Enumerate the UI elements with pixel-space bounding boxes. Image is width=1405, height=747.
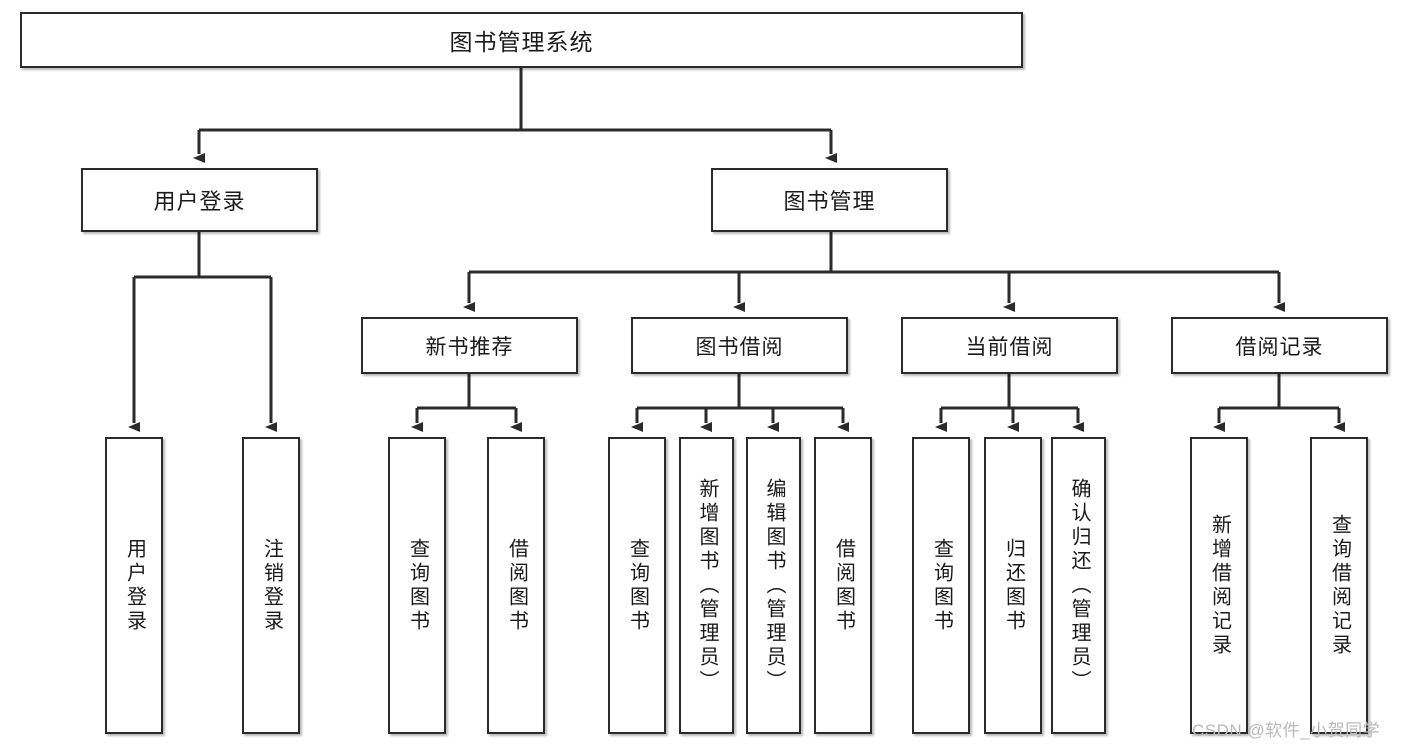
node-user-login-action[interactable]: 用户登录 (105, 437, 163, 734)
node-confirm-return-admin[interactable]: 确认归还（管理员） (1051, 437, 1106, 734)
node-query-book-current[interactable]: 查询图书 (912, 437, 970, 734)
node-book-management[interactable]: 图书管理 (711, 168, 948, 232)
node-query-book-recommend-label: 查询图书 (406, 537, 429, 634)
node-logout-action[interactable]: 注销登录 (242, 437, 300, 734)
node-borrow-book-recommend[interactable]: 借阅图书 (487, 437, 545, 734)
node-confirm-return-admin-label: 确认归还（管理员） (1068, 477, 1090, 694)
watermark: CSDN @软件_小贺同学 (1192, 721, 1381, 740)
node-edit-book-admin-label: 编辑图书（管理员） (763, 477, 785, 694)
node-query-borrow-record-label: 查询借阅记录 (1328, 513, 1351, 658)
node-query-book-current-label: 查询图书 (930, 537, 953, 634)
node-query-book-recommend[interactable]: 查询图书 (388, 437, 446, 734)
node-new-book-recommend-label: 新书推荐 (425, 335, 514, 359)
node-add-borrow-record-label: 新增借阅记录 (1208, 513, 1231, 658)
node-add-book-admin-label: 新增图书（管理员） (696, 477, 718, 694)
node-new-book-recommend[interactable]: 新书推荐 (361, 317, 578, 374)
node-query-borrow-record[interactable]: 查询借阅记录 (1310, 437, 1368, 734)
node-root[interactable]: 图书管理系统 (20, 12, 1023, 68)
node-book-borrow[interactable]: 图书借阅 (631, 317, 848, 374)
node-user-login-label: 用户登录 (153, 189, 246, 214)
node-book-borrow-label: 图书借阅 (695, 335, 784, 359)
node-query-book-borrow[interactable]: 查询图书 (608, 437, 666, 734)
node-book-management-label: 图书管理 (783, 189, 876, 214)
node-current-borrow-label: 当前借阅 (965, 335, 1054, 359)
node-return-book-label: 归还图书 (1002, 537, 1025, 634)
node-user-login-action-label: 用户登录 (123, 537, 146, 634)
node-borrow-book-action[interactable]: 借阅图书 (814, 437, 872, 734)
node-borrow-book-action-label: 借阅图书 (832, 537, 855, 634)
node-user-login[interactable]: 用户登录 (81, 168, 318, 232)
node-borrow-record-label: 借阅记录 (1235, 335, 1324, 359)
node-logout-action-label: 注销登录 (260, 537, 283, 634)
node-return-book[interactable]: 归还图书 (984, 437, 1042, 734)
node-current-borrow[interactable]: 当前借阅 (901, 317, 1118, 374)
node-borrow-book-recommend-label: 借阅图书 (505, 537, 528, 634)
node-borrow-record[interactable]: 借阅记录 (1171, 317, 1388, 374)
node-query-book-borrow-label: 查询图书 (626, 537, 649, 634)
node-add-borrow-record[interactable]: 新增借阅记录 (1190, 437, 1248, 734)
node-edit-book-admin[interactable]: 编辑图书（管理员） (746, 437, 801, 734)
node-add-book-admin[interactable]: 新增图书（管理员） (679, 437, 734, 734)
node-root-label: 图书管理系统 (449, 29, 594, 55)
